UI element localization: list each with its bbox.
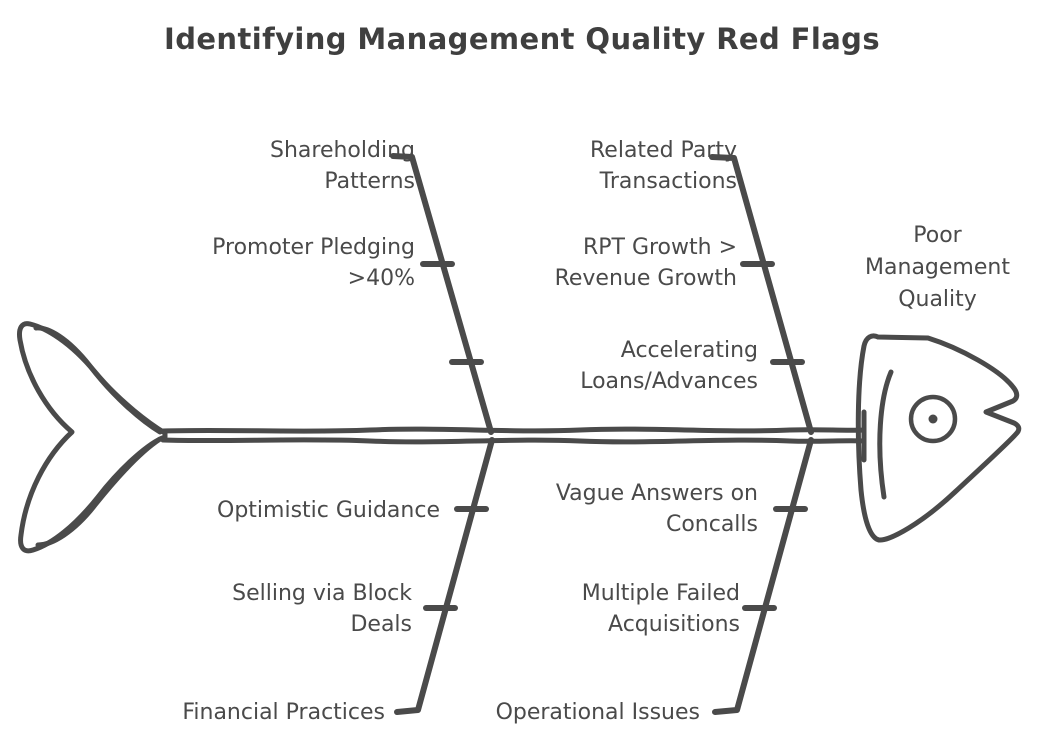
- cause-label-rpt-growth: RPT Growth > Revenue Growth: [554, 235, 737, 291]
- cause-label-multiple-failed-acquisitions: Multiple Failed Acquisitions: [581, 581, 740, 637]
- cause-label-vague-answers-on-concalls: Vague Answers on Concalls: [555, 481, 758, 537]
- fish-spine: [160, 409, 867, 463]
- bone-operational-issues: [712, 437, 814, 715]
- category-label-operational-issues: Operational Issues: [495, 700, 700, 725]
- effect-label-poor-management-quality: Poor Management Quality: [865, 223, 1010, 312]
- page-title: Identifying Management Quality Red Flags: [164, 22, 880, 56]
- cause-label-selling-via-block-deals: Selling via Block Deals: [232, 581, 412, 637]
- category-label-financial-practices: Financial Practices: [182, 700, 385, 725]
- cause-label-related-party-transactions: Related Party Transactions: [590, 138, 737, 194]
- fish-tail-icon: [17, 321, 168, 554]
- fish-eye-icon: [928, 414, 938, 424]
- cause-label-shareholding-patterns: Shareholding Patterns: [270, 138, 415, 194]
- bone-financial-practices: [394, 437, 495, 715]
- bone-shareholding-patterns: [390, 153, 494, 435]
- bone-related-party-transactions: [709, 154, 814, 435]
- cause-label-optimistic-guidance: Optimistic Guidance: [217, 498, 440, 523]
- cause-label-promoter-pledging: Promoter Pledging >40%: [212, 235, 415, 291]
- cause-label-accelerating-loans: Accelerating Loans/Advances: [580, 338, 758, 394]
- fish-head-icon: [855, 333, 1022, 543]
